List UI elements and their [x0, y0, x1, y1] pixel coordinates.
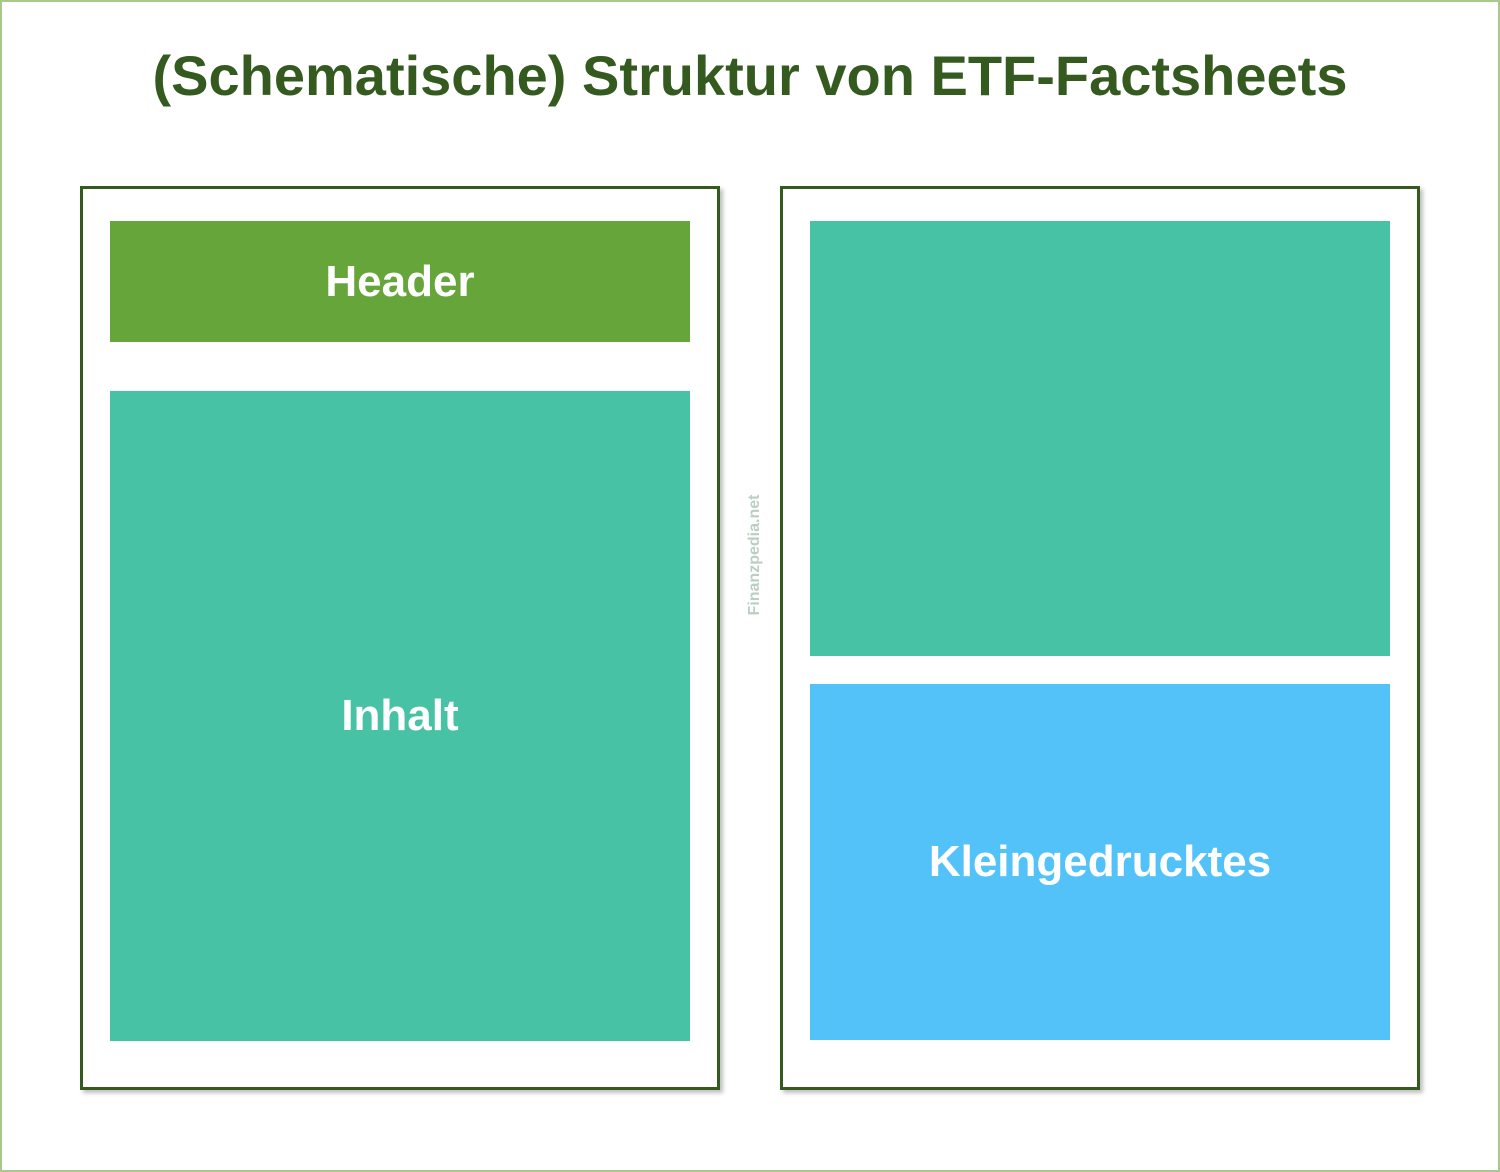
factsheet-page-2: Kleingedrucktes: [780, 186, 1420, 1090]
content-block-label: Inhalt: [341, 691, 459, 740]
diagram-title: (Schematische) Struktur von ETF-Factshee…: [152, 44, 1348, 107]
fineprint-block: Kleingedrucktes: [810, 684, 1390, 1040]
factsheet-page-1: Header Inhalt: [80, 186, 720, 1090]
watermark: Finanzpedia.net: [746, 494, 763, 616]
fineprint-block-label: Kleingedrucktes: [928, 837, 1272, 886]
content-block-continued: [810, 221, 1390, 656]
content-block: Inhalt: [110, 391, 690, 1041]
header-block: Header: [110, 221, 690, 342]
header-block-label: Header: [325, 256, 475, 306]
